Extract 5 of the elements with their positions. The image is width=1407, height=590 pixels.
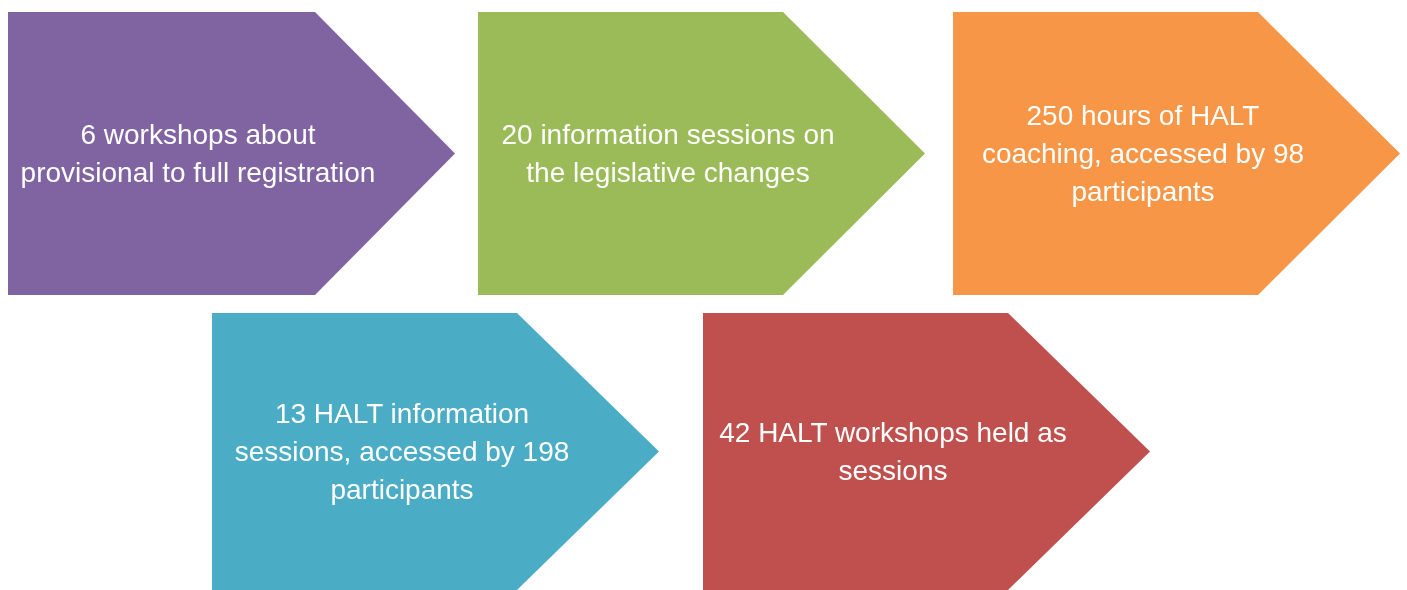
step-text: 250 hours of HALT coaching, accessed by 98 participants xyxy=(980,98,1306,209)
step-text: 42 HALT workshops held as sessions xyxy=(718,415,1068,488)
step-text: 20 information sessions on the legislative changes xyxy=(500,117,836,190)
step-text: 6 workshops about provisional to full registration xyxy=(19,117,377,190)
step-text: 13 HALT information sessions, accessed by 198 participants xyxy=(233,396,571,507)
